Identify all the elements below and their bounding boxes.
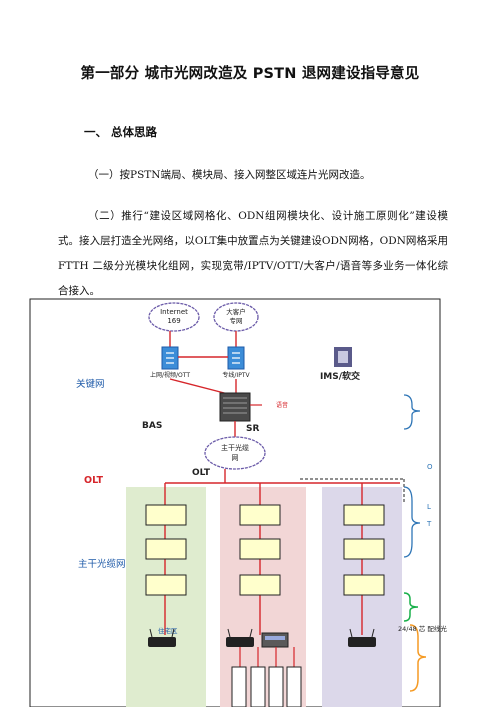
network-diagram-svg: Internet 169 大客户 专网 上网/视频/OTT 专线/IPTV IM…	[29, 298, 447, 708]
label-sr: SR	[246, 424, 259, 434]
splitter-box-2-1	[239, 504, 281, 526]
trunk-cloud-label-2: 网	[232, 454, 239, 462]
bracket-blue-1	[403, 394, 421, 430]
splitter-box-1-3	[145, 574, 187, 596]
router-right-icon	[227, 346, 245, 370]
label-ims: IMS/软交	[320, 370, 360, 382]
label-olt: OLT	[192, 468, 211, 478]
splitter-box-2-3	[239, 574, 281, 596]
ims-server-icon	[334, 347, 352, 367]
sr-bas-device-icon	[219, 392, 251, 422]
label-key-network: 关键网	[76, 378, 105, 390]
terminal-box-4	[286, 666, 302, 708]
trunk-cloud-label-1: 主干光缆	[221, 443, 249, 452]
enterprise-cloud: 大客户 专网	[213, 302, 259, 332]
internet-label-1: Internet	[160, 308, 188, 316]
splitter-box-1-1	[145, 504, 187, 526]
internet-cloud: Internet 169	[148, 302, 200, 332]
enterprise-label-2: 专网	[230, 316, 243, 325]
onu-left-icon	[148, 628, 176, 647]
splitter-box-3-1	[343, 504, 385, 526]
label-vertical-t: T	[426, 520, 432, 528]
page-title: 第一部分 城市光网改造及 PSTN 退网建设指导意见	[80, 66, 420, 82]
switch-middle-icon	[261, 632, 289, 648]
label-voice: 语音	[276, 401, 288, 409]
label-vertical-o: O	[427, 463, 433, 471]
label-olt-red: OLT	[84, 475, 104, 486]
terminal-box-2	[250, 666, 266, 708]
bracket-orange	[409, 624, 427, 692]
enterprise-label-1: 大客户	[226, 307, 246, 316]
paragraph-2: （二）推行“建设区域网格化、ODN组网模块化、设计施工原则化”建设模式。接入层打…	[58, 210, 448, 297]
bracket-green	[403, 592, 419, 622]
splitter-box-1-2	[145, 538, 187, 560]
splitter-box-3-3	[343, 574, 385, 596]
internet-label-2: 169	[167, 317, 180, 325]
label-residential: 住宅区	[158, 626, 178, 635]
label-wideband: 上网/视频/OTT	[150, 371, 190, 379]
network-diagram: Internet 169 大客户 专网 上网/视频/OTT 专线/IPTV IM…	[0, 295, 500, 708]
router-left-icon	[161, 346, 179, 370]
splitter-box-2-2	[239, 538, 281, 560]
onu-middle-icon	[226, 628, 254, 647]
label-bas: BAS	[142, 421, 162, 431]
trunk-cloud: 主干光缆 网	[204, 436, 266, 470]
label-vertical-l: L	[427, 503, 431, 511]
terminal-box-1	[231, 666, 247, 708]
paragraph-1: （一）按PSTN端局、模块局、接入网整区域连片光网改造。	[88, 169, 371, 181]
splitter-box-3-2	[343, 538, 385, 560]
label-iptv: 专线/IPTV	[222, 371, 250, 379]
terminal-box-3	[268, 666, 284, 708]
section-heading: 一、 总体思路	[84, 125, 158, 139]
onu-right-icon	[348, 628, 376, 647]
label-trunk-cable: 主干光缆网	[78, 558, 126, 570]
bracket-blue-2	[403, 486, 421, 558]
label-right-note: 24/48 芯 配线光	[398, 624, 447, 633]
